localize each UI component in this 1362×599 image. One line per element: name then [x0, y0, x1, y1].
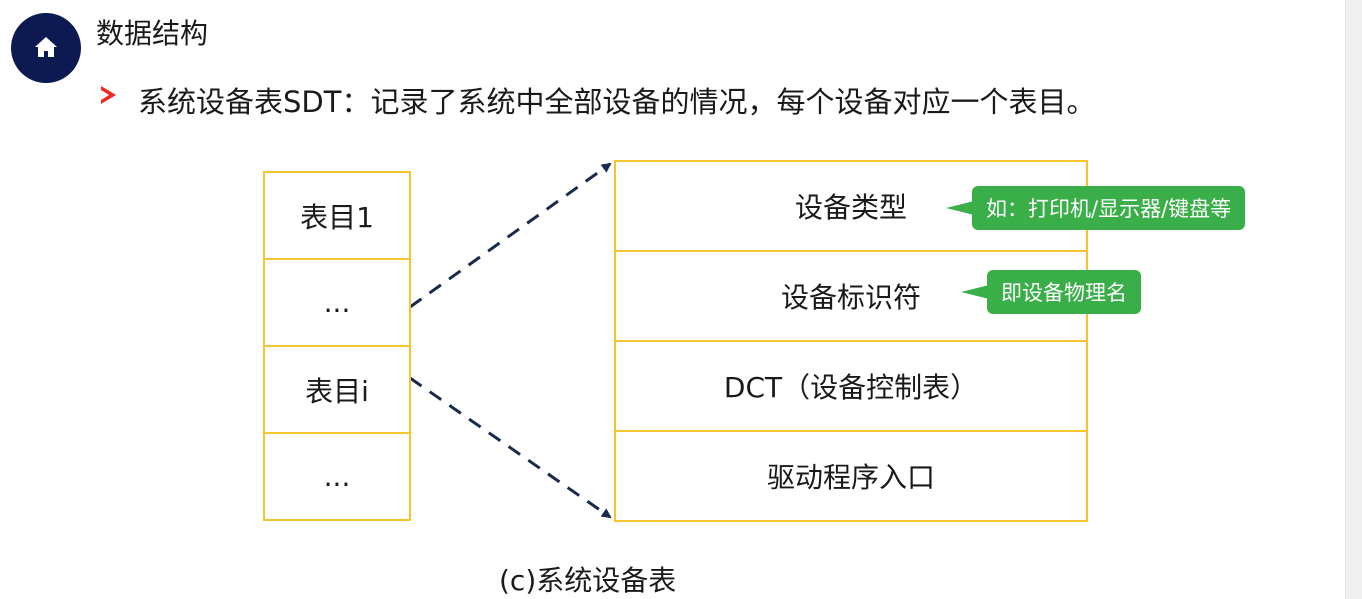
- device-id-callout-text: 即设备物理名: [1001, 281, 1127, 305]
- connector-line-bottom: [409, 376, 612, 519]
- entry-row-4: ...: [263, 432, 411, 521]
- callout-pointer: [946, 201, 974, 215]
- bullet-arrow-icon: [101, 86, 116, 104]
- figure-caption: (c)系统设备表: [499, 564, 677, 597]
- entry-row-i: 表目i: [263, 345, 411, 434]
- driver-entry-field: 驱动程序入口: [614, 430, 1088, 522]
- device-type-callout-text: 如：打印机/显示器/键盘等: [986, 197, 1232, 221]
- callout-pointer: [961, 285, 989, 299]
- device-type-field: 设备类型: [614, 160, 1088, 252]
- device-id-field: 设备标识符: [614, 250, 1088, 342]
- bullet-text: 系统设备表SDT：记录了系统中全部设备的情况，每个设备对应一个表目。: [138, 85, 1096, 119]
- vertical-scrollbar[interactable]: [1345, 0, 1362, 599]
- home-icon: [35, 37, 57, 57]
- device-id-callout: 即设备物理名: [961, 270, 1141, 314]
- entry-row-1: 表目1: [263, 171, 411, 260]
- connector-line-top: [409, 162, 612, 309]
- section-title: 数据结构: [96, 17, 209, 50]
- entry-row-2: ...: [263, 258, 411, 347]
- home-button[interactable]: [11, 13, 81, 83]
- device-type-callout: 如：打印机/显示器/键盘等: [946, 186, 1246, 230]
- dct-field: DCT（设备控制表）: [614, 340, 1088, 432]
